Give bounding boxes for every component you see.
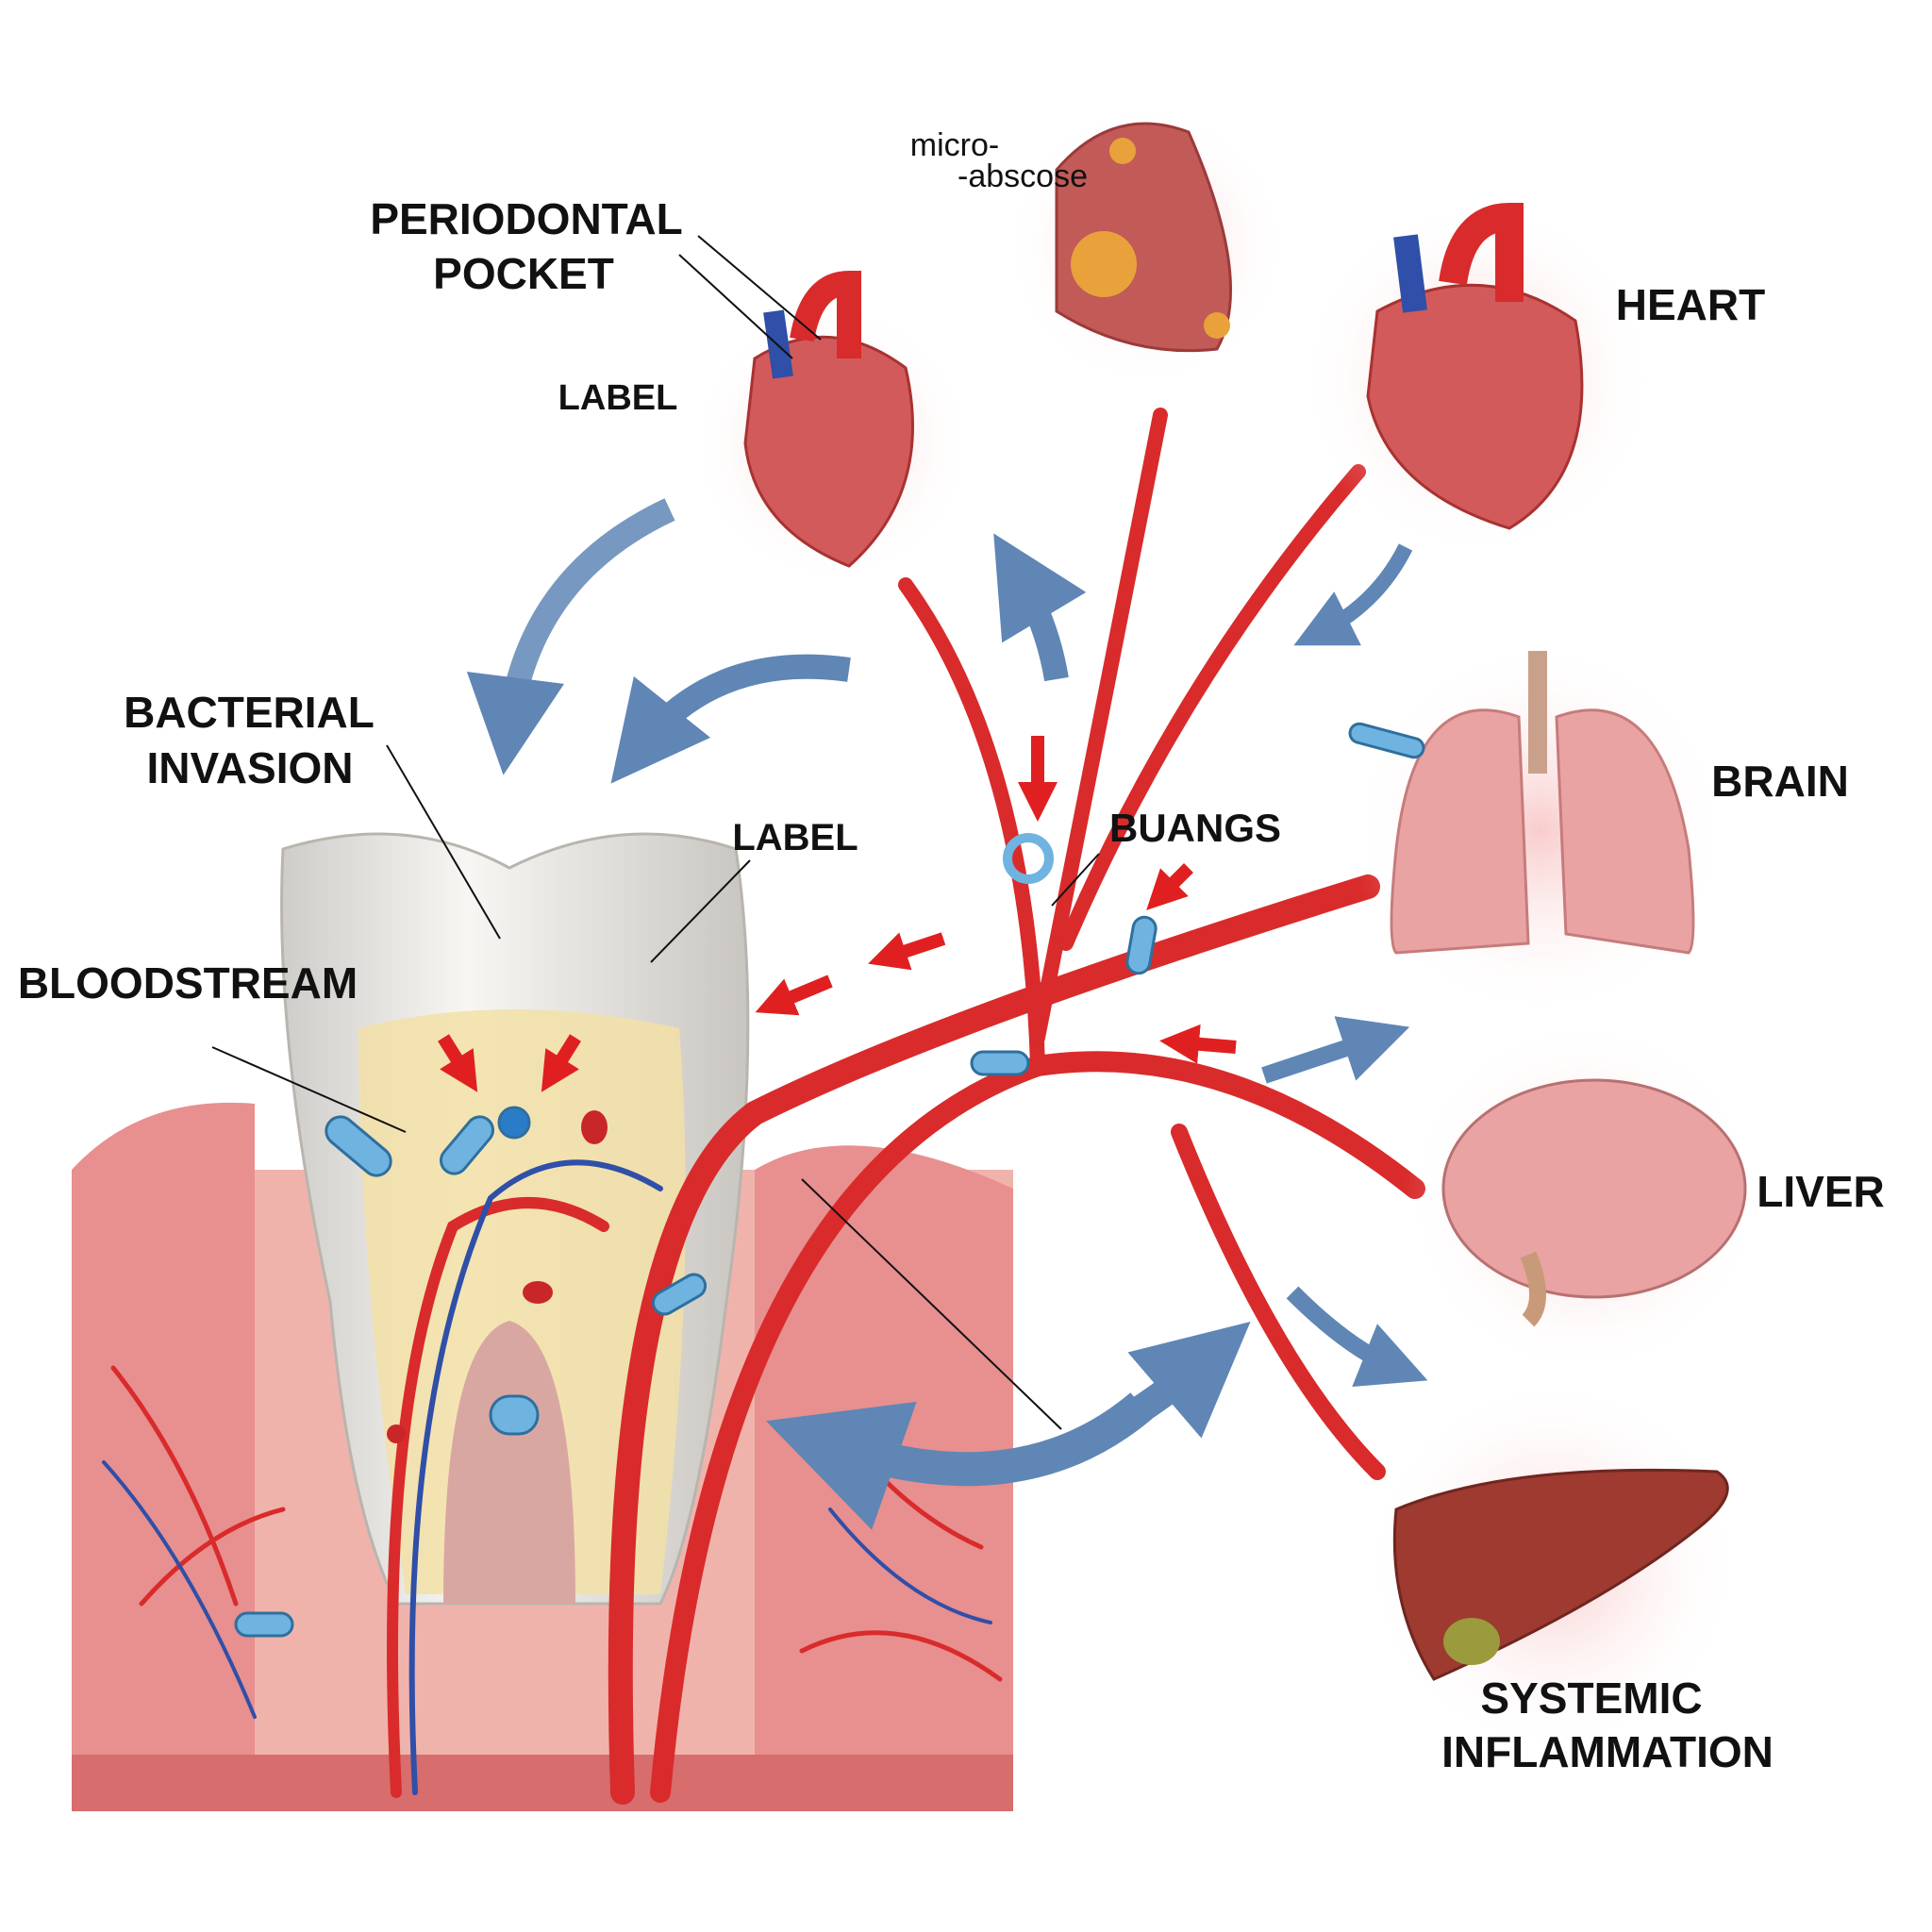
bacteria — [234, 722, 1425, 1638]
red-arrows — [438, 736, 1237, 1092]
label-periodontal-pocket-line1: PERIODONTAL — [370, 194, 683, 243]
liver — [1364, 1377, 1741, 1755]
label-heart: HEART — [1615, 280, 1766, 329]
label-periodontal-pocket-line2: POCKET — [433, 249, 614, 298]
lungs — [1351, 641, 1728, 1019]
label-bacterial-invasion-line1: BACTERIAL — [124, 688, 375, 737]
heart-right — [1299, 198, 1657, 557]
leader-lines — [211, 235, 1100, 1430]
label-top: LABEL — [558, 378, 678, 418]
label-bloodstream: BLOODSTREAM — [17, 958, 358, 1008]
label-brain: BRAIN — [1711, 757, 1849, 806]
brain — [1404, 1019, 1762, 1377]
micro-abscess-organ — [1005, 104, 1288, 387]
blood-vessels — [102, 408, 1425, 1805]
label-systemic-inflammation-line2: INFLAMMATION — [1441, 1727, 1774, 1776]
flow-arrows — [466, 498, 1428, 1530]
label-bacterial-invasion-line2: INVASION — [146, 743, 354, 792]
label-liver: LIVER — [1757, 1167, 1885, 1216]
red-blood-cells — [387, 1110, 608, 1443]
heart-left — [691, 270, 974, 585]
label-buangs: BUANGS — [1108, 806, 1282, 850]
label-mid: LABEL — [732, 817, 858, 858]
label-micro-abscess-line2: -abscose — [958, 158, 1088, 194]
label-micro-abscess-line1: micro- — [909, 127, 1000, 163]
label-systemic-inflammation-line1: SYSTEMIC — [1480, 1674, 1703, 1723]
